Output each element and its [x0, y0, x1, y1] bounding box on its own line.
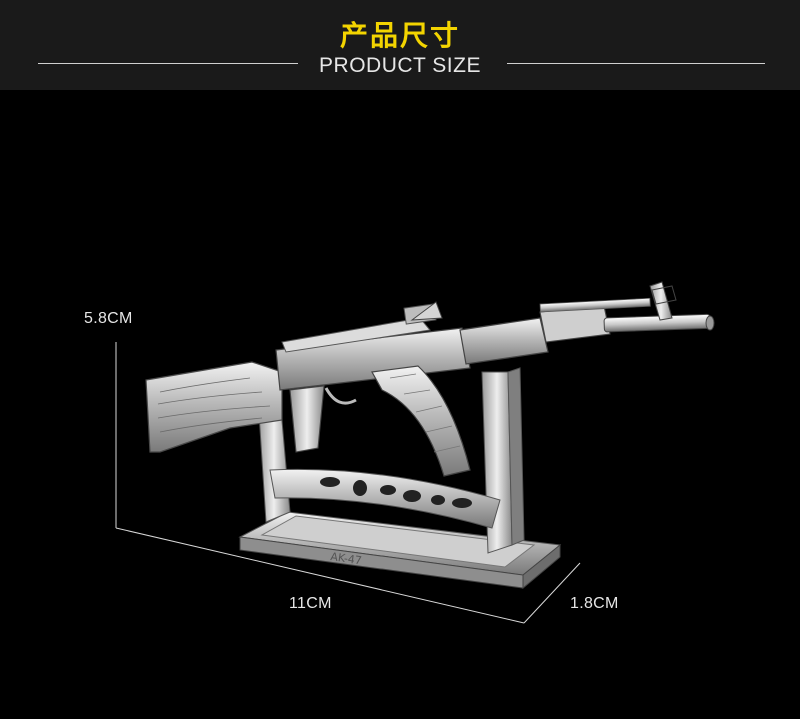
width-dimension-line	[115, 527, 525, 624]
section-title-english: PRODUCT SIZE	[319, 54, 481, 77]
width-dimension-label: 11CM	[289, 595, 332, 612]
product-illustration: AK-47	[115, 281, 715, 624]
header-band	[0, 0, 800, 90]
section-title-chinese: 产品尺寸	[339, 19, 460, 52]
rifle-model	[145, 281, 715, 477]
depth-dimension-line	[523, 562, 581, 624]
height-dimension-label: 5.8CM	[84, 310, 133, 327]
depth-dimension-label: 1.8CM	[570, 595, 619, 612]
dimension-lines	[115, 342, 581, 624]
header-rule-right	[507, 63, 765, 64]
product-scene: AK-47	[0, 90, 800, 719]
stand-engraving: AK-47	[330, 550, 363, 567]
display-stand: AK-47	[238, 367, 562, 590]
header-rule-left	[38, 63, 298, 64]
